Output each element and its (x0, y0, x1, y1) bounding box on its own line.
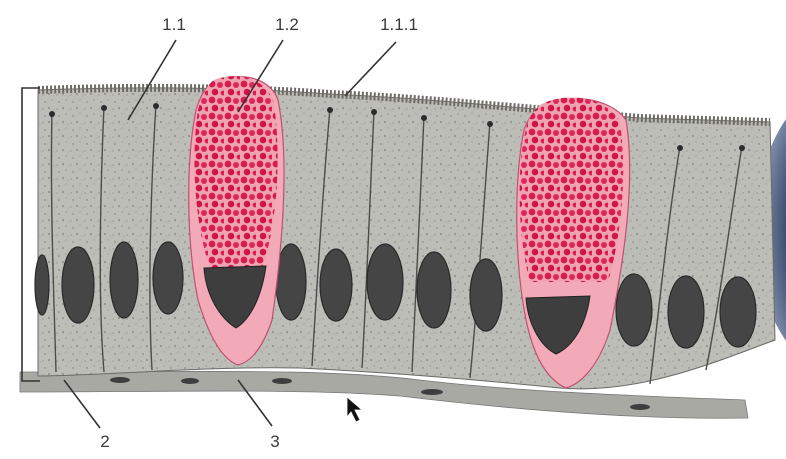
label-1-1: 1.1 (162, 15, 186, 34)
mucin-granules (194, 76, 277, 268)
epithelial-layer (38, 88, 775, 389)
mouse-cursor-icon (347, 397, 362, 422)
label-1-1-1: 1.1.1 (380, 15, 418, 34)
label-3: 3 (270, 432, 279, 451)
label-2: 2 (100, 432, 109, 451)
leader-1-1-1 (345, 42, 396, 96)
label-1-2: 1.2 (275, 15, 299, 34)
mucin-granules (520, 98, 624, 282)
epithelium-bracket (22, 88, 40, 381)
